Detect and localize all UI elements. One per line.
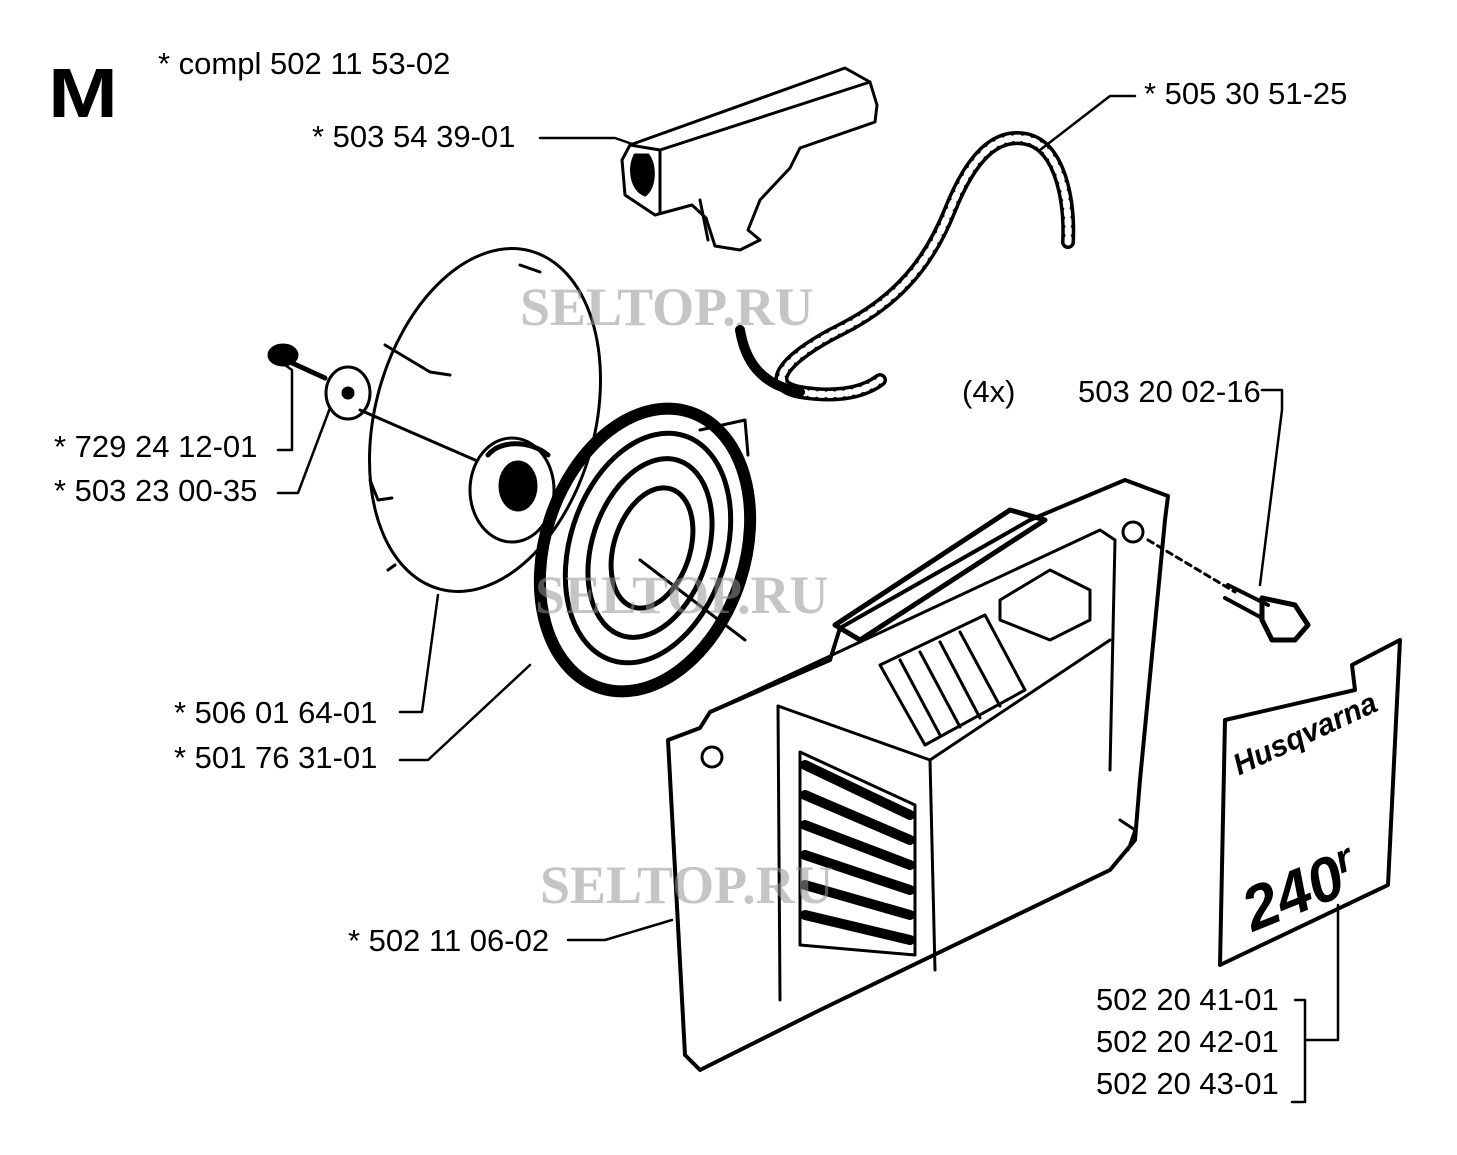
label-washer: * 503 23 00-35 [54, 473, 258, 508]
starter-pulley [358, 247, 603, 593]
label-compl: * compl 502 11 53-02 [158, 46, 451, 81]
watermark-top: SELTOP.RU [520, 277, 814, 337]
label-handle: * 503 54 39-01 [312, 119, 516, 154]
starter-rope [735, 131, 1076, 402]
label-rope: * 505 30 51-25 [1144, 76, 1348, 111]
label-screw-small: * 729 24 12-01 [54, 429, 258, 464]
small-screw [267, 343, 328, 381]
label-qty: (4x) [962, 374, 1016, 409]
label-decal-2: 502 20 42-01 [1096, 1024, 1279, 1059]
watermark-middle: SELTOP.RU [535, 565, 829, 625]
decal-plate [1218, 638, 1402, 967]
starter-handle [620, 66, 879, 252]
watermark-bottom: SELTOP.RU [540, 855, 834, 915]
label-decal-1: 502 20 41-01 [1096, 982, 1279, 1017]
housing-bolt [1146, 538, 1311, 643]
label-bolt: 503 20 02-16 [1078, 374, 1261, 409]
label-pulley: * 506 01 64-01 [174, 695, 378, 730]
label-spring: * 501 76 31-01 [174, 740, 378, 775]
recoil-spring [533, 402, 757, 698]
leader-lines [276, 94, 1340, 1104]
label-decal-3: 502 20 43-01 [1096, 1066, 1279, 1101]
label-housing: * 502 11 06-02 [348, 923, 550, 958]
section-letter: M [48, 54, 118, 132]
washer [324, 365, 372, 421]
starter-housing [666, 478, 1170, 1072]
